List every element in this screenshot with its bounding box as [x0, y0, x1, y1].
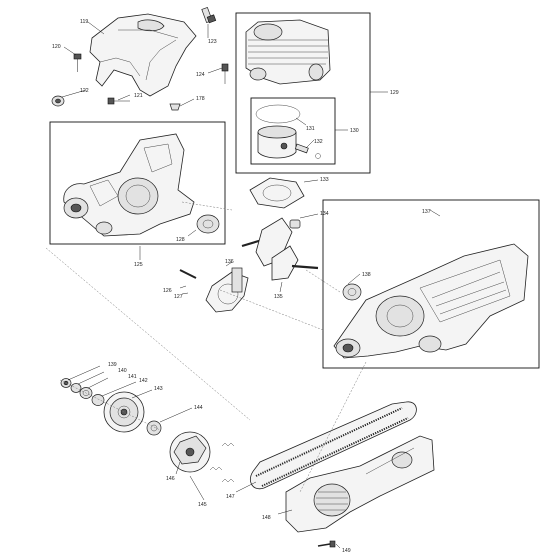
label-128: 128	[176, 237, 185, 243]
top-cover-part	[89, 13, 197, 97]
label-133: 133	[320, 177, 329, 183]
label-131: 131	[306, 126, 315, 132]
crankshaft-part	[241, 217, 319, 281]
piston-ring-part	[255, 104, 301, 124]
label-148: 148	[262, 515, 271, 521]
crankcase-right-group-frame	[322, 199, 540, 369]
label-127: 127	[174, 294, 183, 300]
drive-belt-part	[250, 401, 417, 490]
label-143: 143	[154, 386, 163, 392]
label-122: 122	[80, 88, 89, 94]
label-129: 129	[390, 90, 399, 96]
spark-plug-part	[201, 6, 217, 24]
label-140: 140	[118, 368, 127, 374]
label-134: 134	[320, 211, 329, 217]
washer-144-part	[146, 420, 162, 436]
label-123: 123	[208, 39, 217, 45]
screw-149-part	[317, 540, 336, 548]
needle-bearing-part	[289, 219, 301, 229]
piston-group-frame	[250, 97, 336, 165]
label-136: 136	[225, 259, 234, 265]
oil-seal-138-part	[342, 283, 362, 301]
assembly-line	[181, 201, 233, 211]
label-139: 139	[108, 362, 117, 368]
label-145: 145	[198, 502, 207, 508]
assembly-line	[59, 379, 161, 431]
clip-178-part	[169, 103, 181, 111]
label-146: 146	[166, 476, 175, 482]
leader-lines	[61, 21, 441, 549]
washer-139-part	[60, 378, 72, 388]
gasket-part	[249, 177, 305, 209]
crankcase-group-frame	[49, 121, 226, 245]
screw-120-part	[73, 53, 82, 72]
label-121: 121	[134, 93, 143, 99]
assembly-line	[45, 247, 251, 421]
label-126: 126	[163, 288, 172, 294]
belt-guard-part	[285, 435, 435, 533]
label-132: 132	[314, 139, 323, 145]
crankcase-right-part	[333, 243, 529, 359]
clutch-spring-part	[209, 442, 235, 483]
label-135: 135	[274, 294, 283, 300]
bolt-124-part	[221, 63, 229, 84]
label-138: 138	[362, 272, 371, 278]
label-147: 147	[226, 494, 235, 500]
piston-pin-part	[294, 143, 321, 159]
label-125: 125	[134, 262, 143, 268]
label-124: 124	[196, 72, 205, 78]
cylinder-part	[245, 19, 331, 85]
oil-pump-bracket-part	[205, 267, 249, 313]
label-141: 141	[128, 374, 137, 380]
screw-121-part	[107, 97, 130, 105]
cylinder-group-frame	[235, 12, 371, 174]
washer-122-part	[51, 95, 65, 107]
label-119: 119	[80, 19, 88, 25]
label-137: 137	[422, 209, 431, 215]
label-178: 178	[196, 96, 205, 102]
clutch-part	[169, 431, 211, 473]
oil-seal-128-part	[196, 214, 220, 234]
label-144: 144	[194, 405, 203, 411]
label-120: 120	[52, 44, 61, 50]
label-142: 142	[139, 378, 148, 384]
pin-126-part	[179, 269, 197, 279]
label-130: 130	[350, 128, 359, 134]
label-149: 149	[342, 548, 351, 554]
assembly-line	[219, 289, 324, 331]
piston-part	[257, 125, 297, 159]
crankcase-left-part	[63, 133, 195, 237]
